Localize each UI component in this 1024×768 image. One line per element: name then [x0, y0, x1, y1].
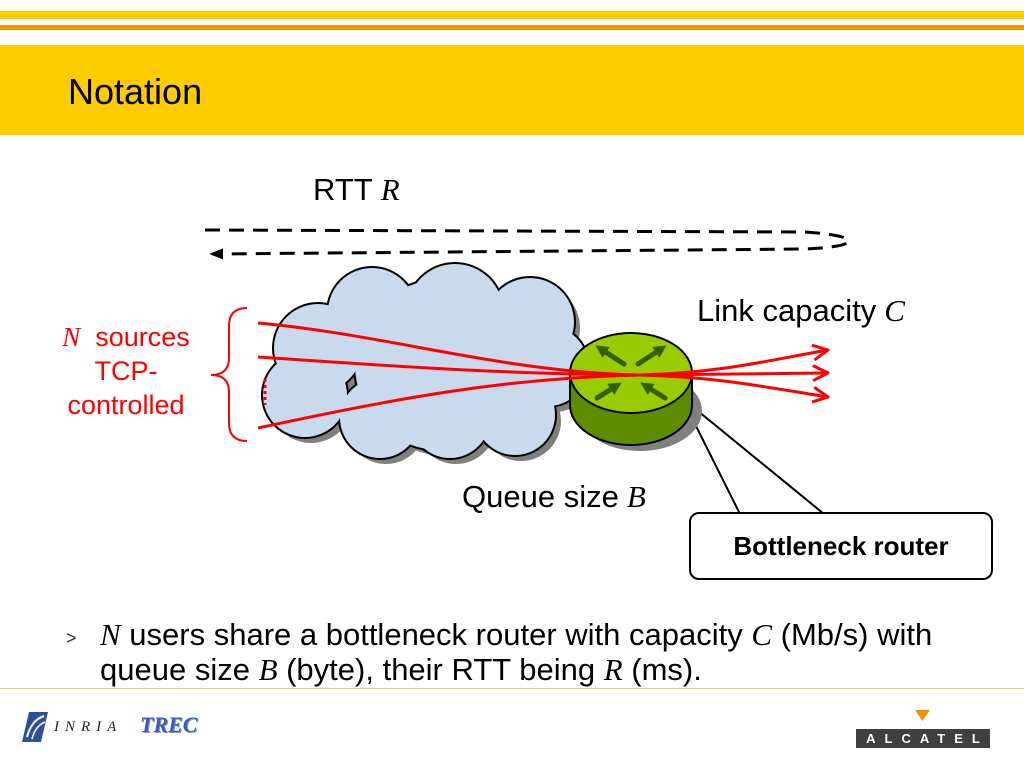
sources-line-2: TCP-: [94, 356, 158, 386]
bullet-text-fragment: (ms).: [622, 652, 702, 687]
bullet-var-c: C: [751, 617, 773, 652]
callout-text: Bottleneck router: [733, 530, 949, 561]
sources-brace: [210, 307, 248, 442]
bullet-text-fragment: users share a bottleneck router with cap…: [120, 617, 752, 652]
bullet-text-fragment: (byte), their RTT being: [277, 652, 604, 687]
queue-size-variable: B: [626, 479, 646, 514]
rtt-arrow: [204, 228, 850, 260]
router-arrow-in-left: [594, 382, 622, 401]
inria-wordmark: INRIA: [54, 718, 123, 735]
bullet-text-fragment: (Mb/s) with: [772, 617, 933, 652]
slide-title: Notation: [68, 71, 203, 112]
inria-logo: INRIA: [22, 711, 122, 743]
bullet-var-r: R: [603, 652, 623, 687]
sources-line-3: controlled: [67, 390, 185, 420]
bullet-line-2: queue size B (byte), their RTT being R (…: [100, 652, 932, 687]
top-orange-line: [0, 25, 1024, 30]
router-arrow-out-right: [635, 345, 667, 367]
queue-size-text: Queue size: [462, 479, 619, 514]
bullet-text-fragment: queue size: [100, 652, 259, 687]
top-yellow-stripe: [0, 11, 1024, 19]
bullet-var-n: N: [100, 617, 121, 652]
rtt-text: RTT: [313, 172, 373, 207]
sources-count-variable: N: [62, 322, 81, 352]
trec-logo: TREC: [140, 712, 198, 737]
link-capacity-variable: C: [884, 293, 905, 328]
title-bar: [0, 45, 1024, 135]
callout-pointer: [681, 397, 825, 515]
router-arrow-out-left: [595, 345, 627, 367]
bullet-line-1: N users share a bottleneck router with c…: [100, 617, 932, 652]
bullet-var-b: B: [258, 652, 278, 687]
router-arrow-in-right: [640, 382, 668, 401]
rtt-variable: R: [380, 172, 400, 207]
router-arrows-icon: [594, 345, 668, 401]
cloud-icon: [261, 262, 594, 464]
tcp-flow-line: [257, 355, 641, 377]
bullet-text: N users share a bottleneck router with c…: [100, 617, 932, 687]
router-icon: [569, 332, 702, 451]
alcatel-logo: ALCATEL: [856, 729, 990, 748]
outgoing-flow-arrow: [639, 373, 828, 375]
tcp-flow-line: [257, 321, 641, 377]
tcp-flow-line: [257, 373, 641, 430]
link-capacity-text: Link capacity: [697, 293, 877, 328]
sources-word: sources: [95, 322, 190, 352]
bullet-marker: >: [66, 628, 77, 648]
tcp-flows: [257, 321, 828, 430]
inria-emblem-icon: [22, 712, 48, 742]
outgoing-flow-arrow: [639, 373, 828, 397]
footer-divider: [0, 688, 1024, 689]
bottleneck-router-callout: Bottleneck router: [689, 512, 993, 580]
alcatel-triangle-icon: [915, 710, 930, 721]
